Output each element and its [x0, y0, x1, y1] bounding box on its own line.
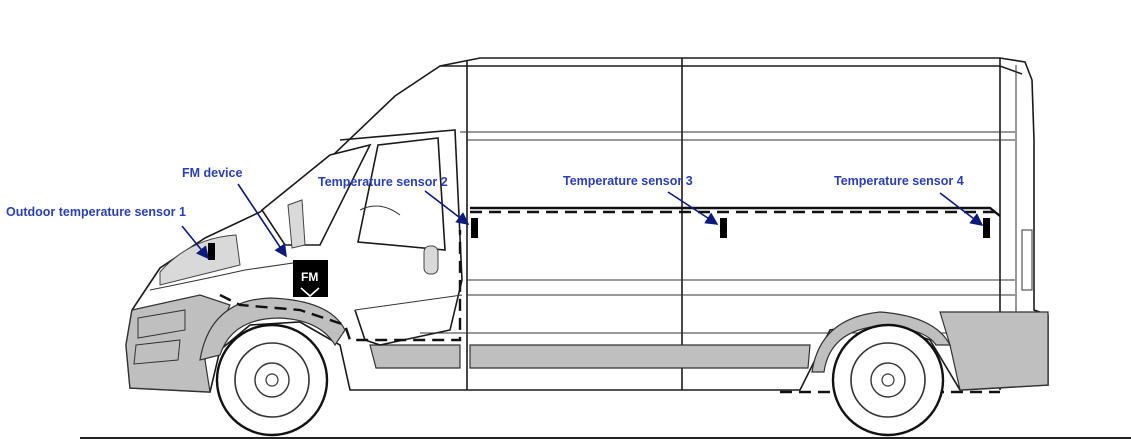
sensor-2-label: Temperature sensor 2 — [318, 175, 448, 189]
outdoor-sensor-icon — [208, 243, 215, 260]
cable-route — [219, 206, 1001, 394]
sensor-3-icon — [720, 218, 727, 238]
front-wheel — [215, 323, 329, 437]
fm-arrow — [237, 183, 287, 258]
van-body — [125, 57, 1049, 393]
fm-device-box: FM — [293, 260, 328, 298]
rear-wheel — [831, 323, 945, 437]
outdoor-arrow — [181, 225, 210, 260]
sensor-3-label: Temperature sensor 3 — [563, 174, 693, 188]
sensor-2-icon — [471, 218, 478, 238]
sensor-3-arrow — [667, 191, 719, 225]
sensor-4-icon — [983, 218, 990, 238]
fm-device-label: FM device — [182, 166, 242, 180]
outdoor-sensor-label: Outdoor temperature sensor 1 — [6, 205, 186, 219]
sensor-4-label: Temperature sensor 4 — [834, 174, 964, 188]
sensor-2-arrow — [424, 190, 470, 225]
fm-box-label: FM — [301, 270, 318, 284]
sensor-4-arrow — [939, 192, 984, 226]
